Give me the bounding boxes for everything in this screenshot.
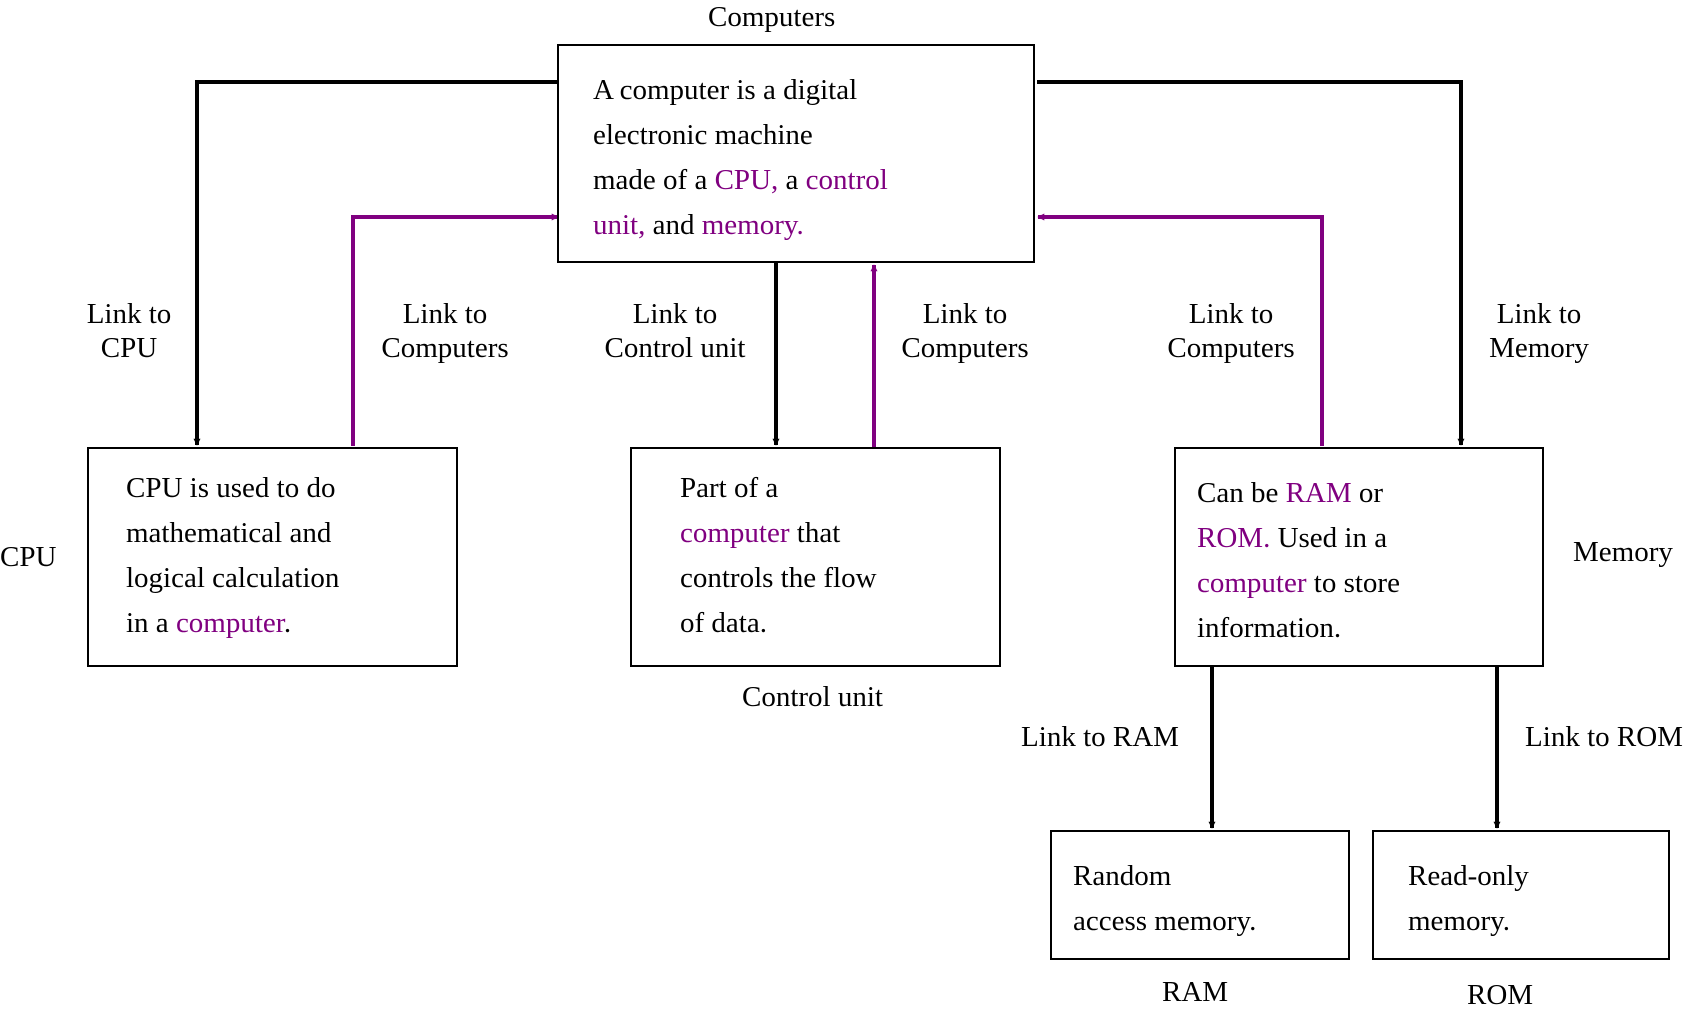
text-line: made of a CPU, a control xyxy=(593,158,888,203)
text-segment: in a xyxy=(126,607,176,639)
ram-caption: RAM xyxy=(1162,976,1229,1008)
cpu-caption: CPU xyxy=(0,541,57,573)
inline-link[interactable]: computer xyxy=(680,517,790,549)
computers-caption: Computers xyxy=(708,1,836,33)
text-line: computer that xyxy=(680,511,877,556)
text-line: logical calculation xyxy=(126,556,339,601)
inline-link[interactable]: ROM. xyxy=(1197,522,1271,554)
rom-node-text: Read-only memory. xyxy=(1408,854,1529,944)
edge-label-line: Link to xyxy=(1188,298,1274,330)
edge-label-line: Link to xyxy=(86,298,172,330)
inline-link[interactable]: CPU, xyxy=(714,164,779,196)
inline-link[interactable]: memory. xyxy=(701,209,804,241)
edge-label-line: CPU xyxy=(100,332,158,364)
text-segment: Read-only xyxy=(1408,860,1529,892)
arrow-computers-to-cpu xyxy=(193,80,557,446)
text-segment: Used in a xyxy=(1270,522,1388,554)
text-segment: and xyxy=(645,209,702,241)
text-line: information. xyxy=(1197,606,1400,651)
ram-node-text: Random access memory. xyxy=(1073,854,1256,944)
edge-label-line: Link to xyxy=(922,298,1008,330)
text-segment: or xyxy=(1351,477,1384,509)
arrow-cpu-to-computers xyxy=(351,213,559,446)
text-line: in a computer. xyxy=(126,601,339,646)
inline-link[interactable]: RAM xyxy=(1285,477,1352,509)
edge-label-line: Link to xyxy=(1496,298,1582,330)
text-segment: made of a xyxy=(593,164,715,196)
text-line: CPU is used to do xyxy=(126,466,339,511)
text-segment: Can be xyxy=(1197,477,1286,509)
text-line: computer to store xyxy=(1197,561,1400,606)
text-line: ROM. Used in a xyxy=(1197,516,1400,561)
memory-caption: Memory xyxy=(1573,536,1673,568)
text-segment: logical calculation xyxy=(126,562,340,594)
text-segment: to store xyxy=(1306,567,1400,599)
edge-label-line: Computers xyxy=(901,332,1029,364)
edge-label-memory-to-rom: Link to ROM xyxy=(1515,720,1693,754)
edge-label-line: Link to xyxy=(402,298,488,330)
text-segment: a xyxy=(778,164,806,196)
edge-label-memory-to-ram: Link to RAM xyxy=(1008,720,1192,754)
text-segment: A computer is a digital xyxy=(593,74,858,106)
text-segment: . xyxy=(283,607,292,639)
text-line: controls the flow xyxy=(680,556,877,601)
edge-label-line: Memory xyxy=(1489,332,1589,364)
computers-node: A computer is a digital electronic machin… xyxy=(557,44,1035,263)
text-segment: CPU is used to do xyxy=(126,472,336,504)
text-line: of data. xyxy=(680,601,877,646)
inline-link[interactable]: control xyxy=(805,164,888,196)
text-line: A computer is a digital xyxy=(593,68,888,113)
text-line: Part of a xyxy=(680,466,877,511)
edge-label-line: Link to RAM xyxy=(1021,721,1179,753)
text-segment: information. xyxy=(1197,612,1342,644)
text-segment: memory. xyxy=(1408,905,1511,937)
edge-label-line: Control unit xyxy=(604,332,746,364)
edge-label-line: Computers xyxy=(381,332,509,364)
ram-node: Random access memory. xyxy=(1050,830,1350,960)
inline-link[interactable]: computer xyxy=(175,607,284,639)
text-segment: Part of a xyxy=(680,472,779,504)
rom-caption: ROM xyxy=(1467,979,1534,1011)
rom-node: Read-only memory. xyxy=(1372,830,1670,960)
edge-label-line: Link to ROM xyxy=(1525,721,1683,753)
text-line: mathematical and xyxy=(126,511,339,556)
control-unit-node-text: Part of a computer that controls the flow o… xyxy=(680,466,877,646)
text-segment: that xyxy=(789,517,841,549)
text-segment: of data. xyxy=(680,607,767,639)
inline-link[interactable]: unit, xyxy=(593,209,646,241)
arrow-computers-to-memory xyxy=(1037,80,1465,446)
text-line: access memory. xyxy=(1073,899,1256,944)
control-unit-caption: Control unit xyxy=(742,681,883,713)
arrow-memory-to-computers xyxy=(1037,213,1324,446)
inline-link[interactable]: computer xyxy=(1197,567,1307,599)
computers-node-text: A computer is a digital electronic machin… xyxy=(593,68,888,248)
text-segment: mathematical and xyxy=(126,517,332,549)
text-segment: electronic machine xyxy=(593,119,813,151)
text-segment: Random xyxy=(1073,860,1172,892)
text-line: Read-only xyxy=(1408,854,1529,899)
text-line: Random xyxy=(1073,854,1256,899)
text-line: electronic machine xyxy=(593,113,888,158)
text-line: Can be RAM or xyxy=(1197,471,1400,516)
cpu-node: CPU is used to do mathematical and logical… xyxy=(87,447,458,667)
cpu-node-text: CPU is used to do mathematical and logical… xyxy=(126,466,339,646)
edge-label-line: Link to xyxy=(632,298,718,330)
text-segment: access memory. xyxy=(1073,905,1257,937)
edge-label-line: Computers xyxy=(1167,332,1295,364)
control-unit-node: Part of a computer that controls the flow o… xyxy=(630,447,1001,667)
text-line: unit, and memory. xyxy=(593,203,888,248)
text-line: memory. xyxy=(1408,899,1529,944)
text-segment: controls the flow xyxy=(680,562,877,594)
